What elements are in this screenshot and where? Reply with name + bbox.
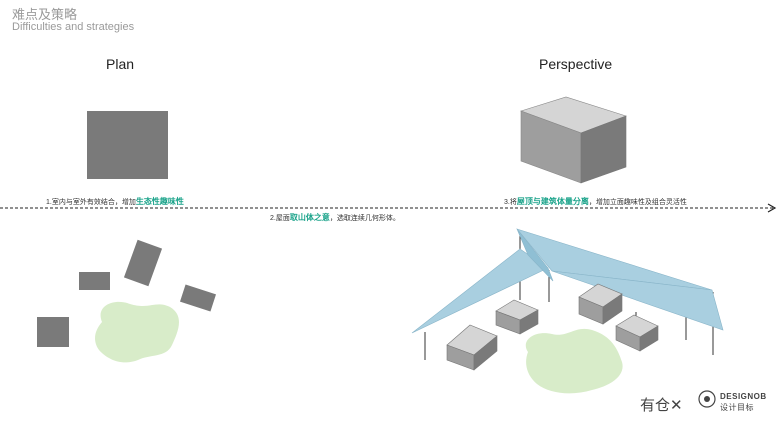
divider-arrow <box>0 203 777 213</box>
watermark-cn: 有仓✕ <box>640 397 683 414</box>
perspective-box-3 <box>578 283 623 325</box>
caption-3-highlight: 屋顶与建筑体量分离 <box>516 197 589 206</box>
caption-1-highlight: 生态性趣味性 <box>135 197 184 206</box>
perspective-green-area <box>525 328 623 394</box>
caption-1: 1.室内与室外有效结合，增加生态性趣味性 <box>46 196 184 207</box>
plan-block-1 <box>79 272 110 290</box>
perspective-title: Perspective <box>539 56 613 72</box>
perspective-roofs <box>411 228 724 334</box>
plan-block-2 <box>123 239 163 287</box>
header-title-cn: 难点及策略 <box>12 7 78 22</box>
watermark-logo-icon <box>698 390 716 408</box>
caption-2: 2.屋面取山体之意，选取连续几何形体。 <box>270 212 400 223</box>
caption-1-text: 1.室内与室外有效结合，增加 <box>46 199 136 206</box>
perspective-box-1 <box>446 324 498 371</box>
plan-block-3 <box>180 284 216 312</box>
perspective-cube <box>520 96 627 184</box>
caption-3-text: 3.将 <box>504 199 517 206</box>
plan-title: Plan <box>106 56 135 72</box>
caption-3-suffix: ，增加立面趣味性及组合灵活性 <box>588 199 687 206</box>
perspective-box-4 <box>615 314 659 352</box>
caption-3: 3.将屋顶与建筑体量分离，增加立面趣味性及组合灵活性 <box>504 196 687 207</box>
plan-block-4 <box>37 317 69 347</box>
watermark-en-line2: 设计目标 <box>720 403 754 412</box>
caption-2-suffix: ，选取连续几何形体。 <box>329 215 400 222</box>
watermark-en-line1: DESIGNOB <box>720 392 767 401</box>
header-title-en: Difficulties and strategies <box>12 21 135 33</box>
plan-square <box>87 111 168 179</box>
caption-2-highlight: 取山体之意 <box>289 213 330 222</box>
caption-2-text: 2.屋面 <box>270 215 290 222</box>
perspective-box-2 <box>495 299 539 335</box>
plan-green-area <box>95 301 179 363</box>
